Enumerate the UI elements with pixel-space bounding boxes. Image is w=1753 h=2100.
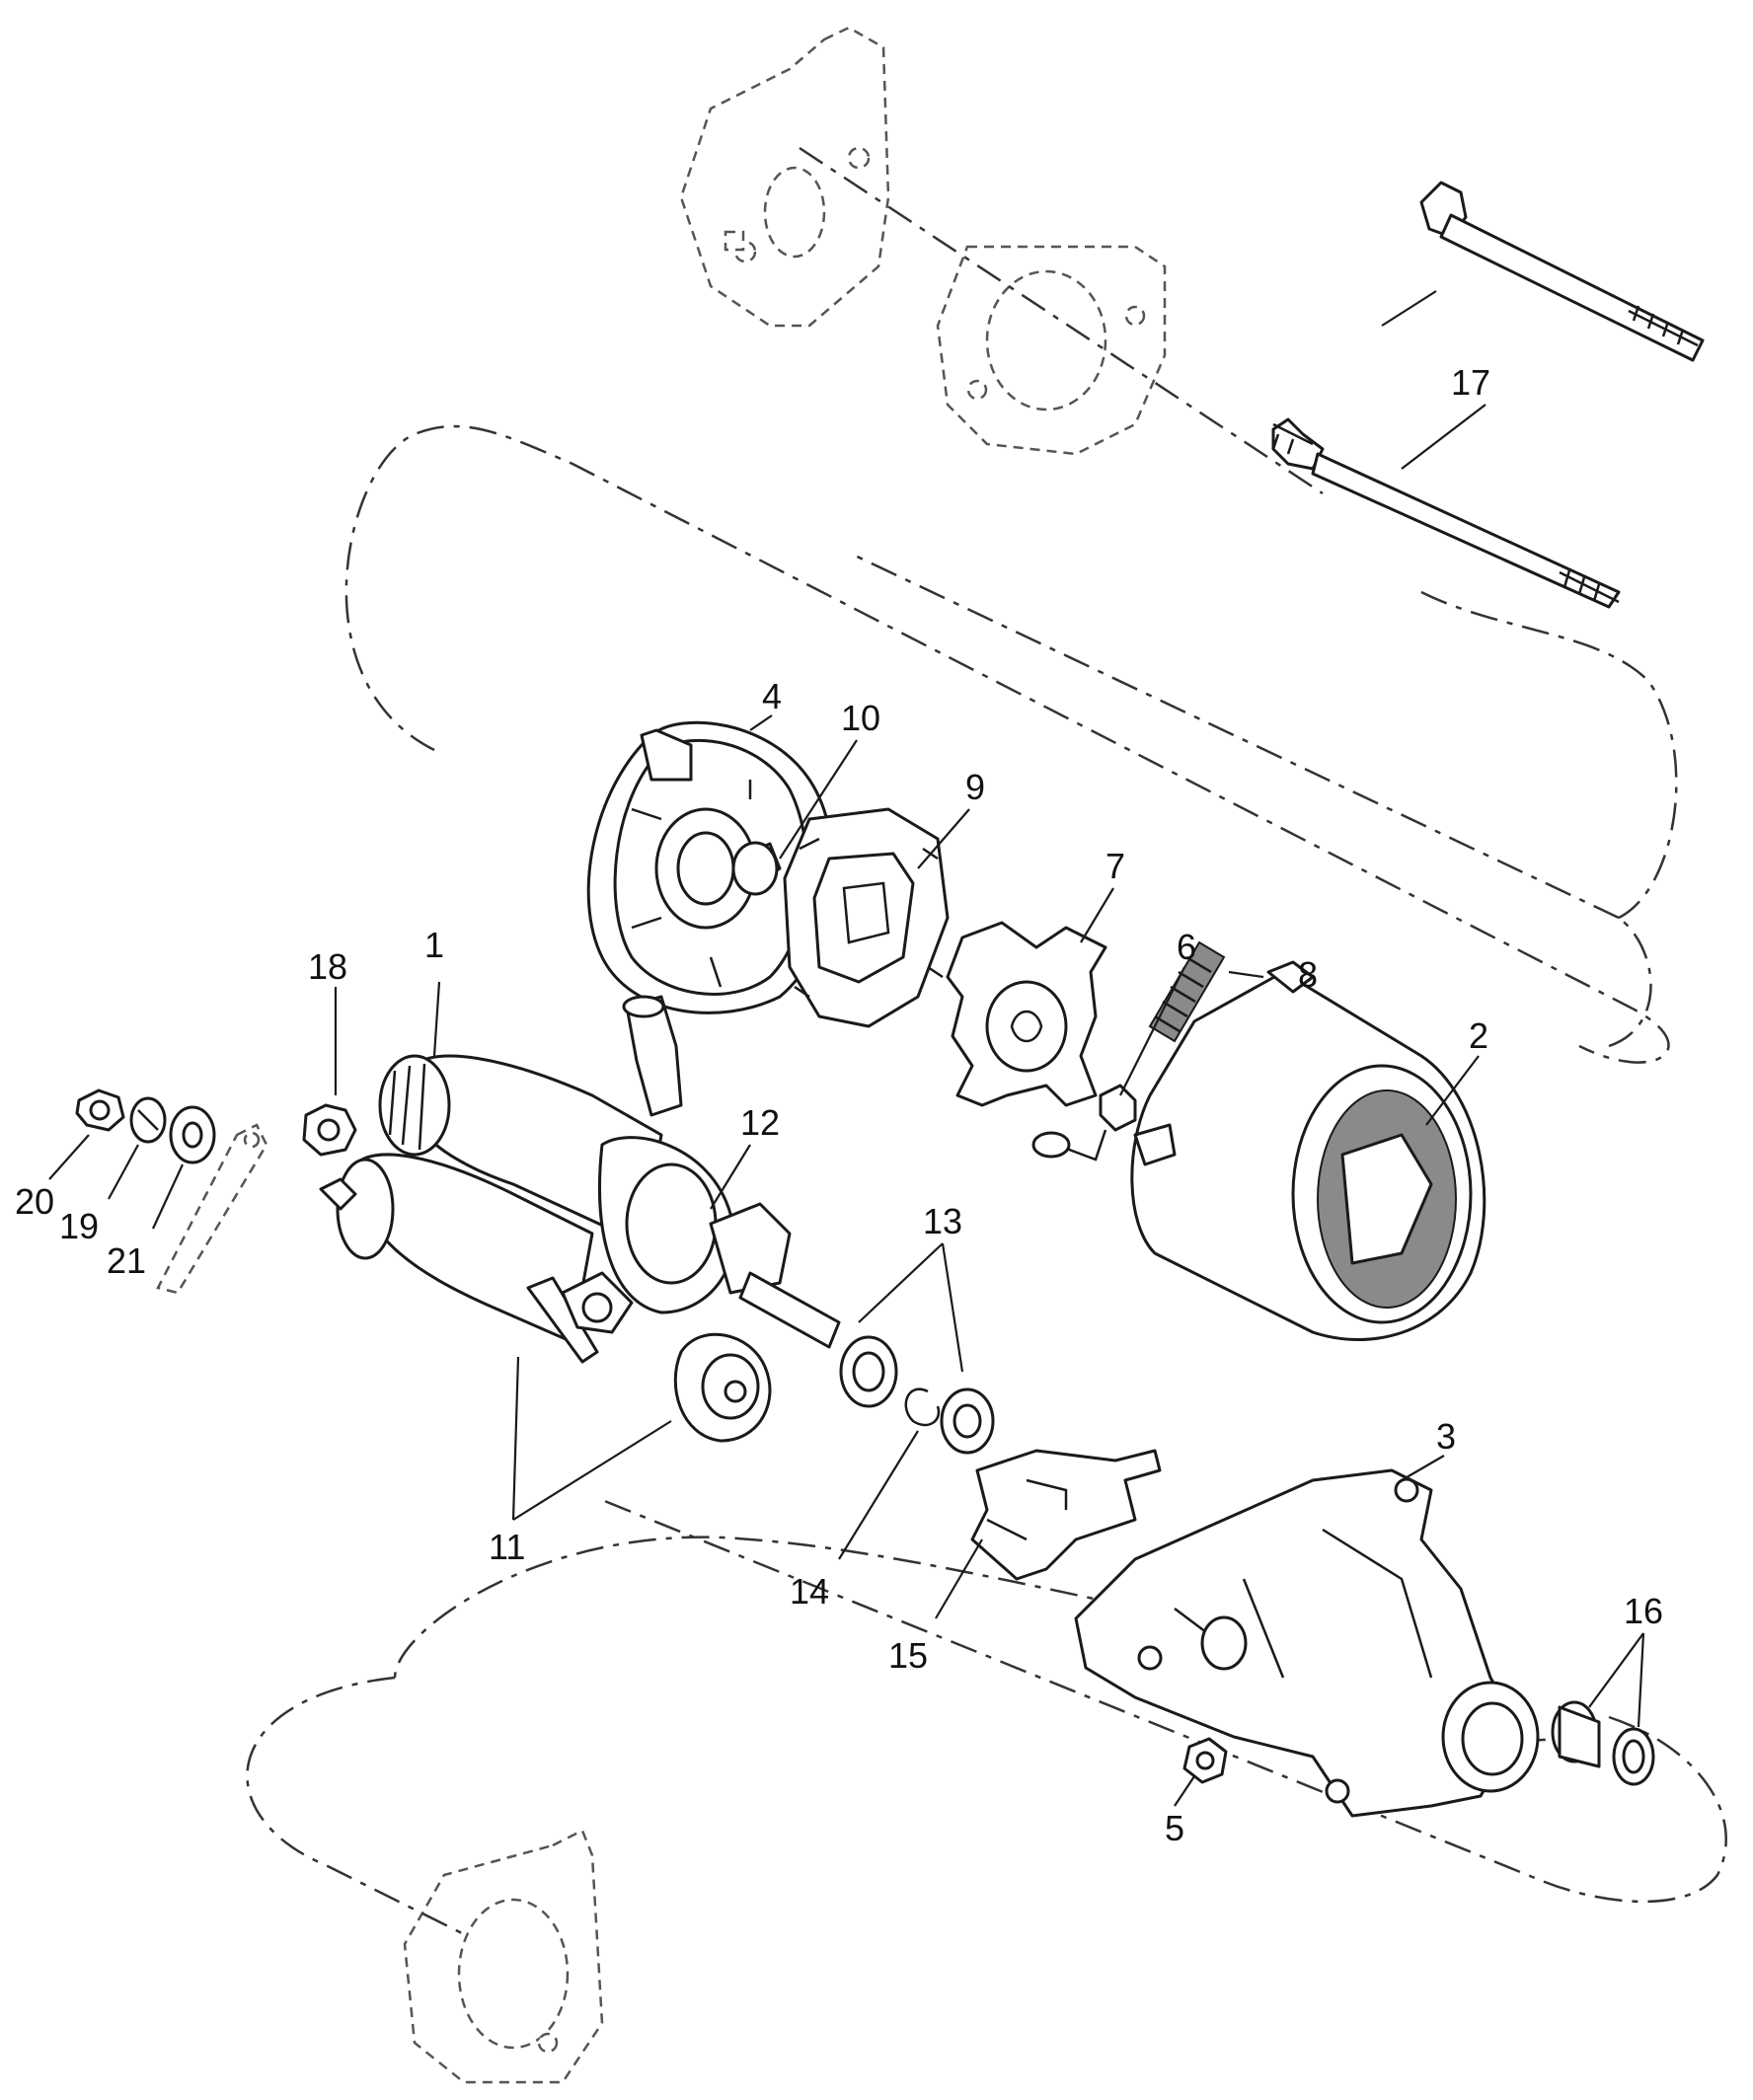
assembly-path-lines (246, 146, 1727, 1936)
part-19-lock-washer (129, 1096, 167, 1144)
phantom-flange-top (936, 245, 1167, 456)
part-5-nut (1182, 1737, 1228, 1784)
callout-14: 14 (790, 1571, 829, 1612)
callout-11: 11 (489, 1527, 525, 1567)
callout-17: 17 (1451, 362, 1490, 403)
callout-5: 5 (1165, 1808, 1184, 1848)
callout-15: 15 (888, 1635, 928, 1676)
callout-19: 19 (59, 1206, 99, 1246)
callout-13: 13 (923, 1201, 962, 1241)
callout-labels: 1 2 3 4 5 6 7 8 9 10 11 12 13 14 15 16 1… (15, 362, 1663, 1848)
callout-21: 21 (107, 1240, 146, 1281)
part-4-end-cover (586, 720, 835, 1014)
part-16-bushing (1551, 1700, 1601, 1768)
part-17-stud (1271, 417, 1621, 609)
callout-20: 20 (15, 1181, 54, 1222)
part-2-field-frame (1130, 960, 1486, 1341)
brush-sleeve (622, 995, 683, 1117)
callout-7: 7 (1105, 846, 1125, 886)
part-17-long-bolt (1419, 181, 1705, 362)
callout-1: 1 (424, 925, 444, 965)
part-11-plunger-cap (673, 1332, 772, 1443)
phantom-mounting-bracket-bottom (403, 1829, 604, 2084)
part-9-brush-plate (783, 807, 950, 1028)
part-18-nut (302, 1103, 357, 1157)
terminal-lead (156, 1123, 268, 1295)
callout-6: 6 (1177, 927, 1196, 967)
part-8-spring (1148, 940, 1226, 1043)
part-1-starter-motor (319, 1054, 841, 1364)
callout-8: 8 (1298, 954, 1318, 995)
callout-4: 4 (762, 676, 782, 716)
callout-9: 9 (965, 767, 985, 807)
part-13-bearing (839, 1335, 898, 1408)
part-21-washer (169, 1105, 216, 1164)
callout-2: 2 (1469, 1015, 1488, 1056)
part-15-shift-lever (970, 1449, 1162, 1581)
part-13-washer (940, 1388, 995, 1455)
part-20-nut (75, 1088, 125, 1132)
callout-16: 16 (1624, 1591, 1663, 1631)
leader-lines (48, 290, 1645, 1807)
part-7-brush-holder (946, 921, 1107, 1107)
part-16-ring (1612, 1727, 1655, 1786)
part-3-drive-housing (1074, 1468, 1540, 1818)
callout-18: 18 (308, 946, 347, 987)
callout-10: 10 (841, 698, 880, 738)
phantom-mounting-bracket-top (679, 26, 890, 328)
callout-12: 12 (740, 1102, 780, 1143)
part-6-brush (1031, 1084, 1137, 1162)
part-14-snap-ring (904, 1388, 941, 1427)
callout-3: 3 (1436, 1416, 1456, 1457)
